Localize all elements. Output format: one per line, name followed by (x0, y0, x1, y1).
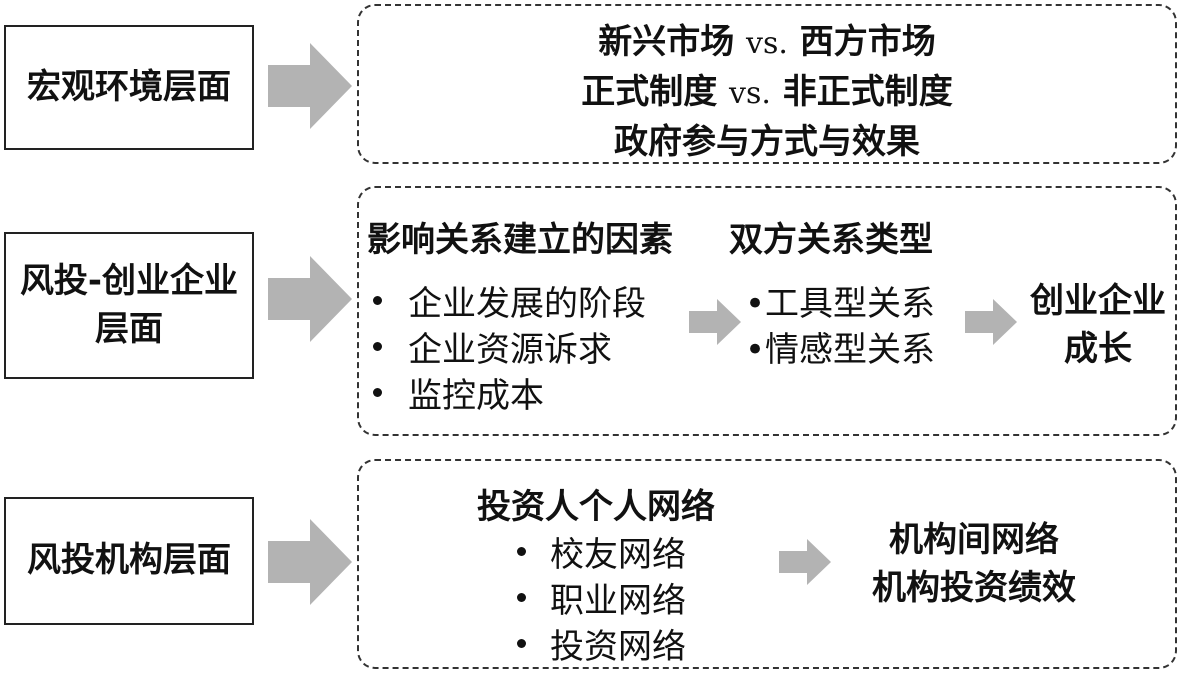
factors-heading: 影响关系建立的因素 (367, 220, 673, 260)
relation-type-item: •情感型关系 (745, 330, 936, 370)
network-label: 校友网络 (550, 535, 686, 575)
right-arrow-icon (965, 299, 1017, 345)
right-arrow-icon (268, 43, 352, 129)
relation-type-item: •工具型关系 (745, 284, 936, 324)
factor-item: 企业资源诉求 (373, 322, 612, 371)
investor-network-heading: 投资人个人网络 (477, 487, 715, 527)
level-box-venture-startup: 风投-创业企业 层面 (4, 232, 254, 379)
level-box-macro: 宏观环境层面 (4, 25, 254, 150)
right-arrow-icon (268, 256, 352, 342)
factor-item: 企业发展的阶段 (373, 276, 646, 325)
outcome-line: 成长 (1064, 328, 1132, 369)
factor-label: 企业资源诉求 (408, 330, 612, 370)
level-label: 风投-创业企业 (19, 260, 239, 301)
network-item: 职业网络 (517, 573, 686, 622)
macro-panel: 新兴市场 vs. 西方市场 正式制度 vs. 非正式制度 政府参与方式与效果 (357, 4, 1177, 164)
level-label: 风投机构层面 (27, 540, 231, 581)
macro-line-3: 政府参与方式与效果 (614, 122, 920, 162)
network-label: 职业网络 (550, 581, 686, 621)
vs-label: vs. (729, 76, 771, 111)
bullet-icon (517, 593, 526, 602)
level-box-institution: 风投机构层面 (4, 497, 254, 625)
macro-term: 新兴市场 (598, 22, 735, 62)
macro-line-1: 新兴市场 vs. 西方市场 (359, 14, 1175, 63)
outcome-line: 机构投资绩效 (872, 567, 1076, 608)
network-label: 投资网络 (550, 627, 686, 667)
bullet-icon (373, 342, 382, 351)
bullet-icon (373, 296, 382, 305)
factor-item: 监控成本 (373, 368, 544, 417)
macro-line-2: 正式制度 vs. 非正式制度 (359, 64, 1175, 113)
right-arrow-icon (779, 539, 831, 585)
factor-label: 企业发展的阶段 (408, 284, 646, 324)
institution-panel: 投资人个人网络 校友网络 职业网络 投资网络 机构间网络 机构投资绩效 (357, 459, 1177, 669)
startup-growth-outcome: 创业企业 成长 (1019, 278, 1177, 373)
level-label: 层面 (95, 308, 163, 349)
macro-term: 西方市场 (799, 22, 936, 62)
relation-types-heading: 双方关系类型 (729, 220, 933, 260)
network-item: 校友网络 (517, 527, 686, 576)
right-arrow-icon (268, 519, 352, 605)
right-arrow-icon (689, 299, 741, 345)
bullet-icon (373, 388, 382, 397)
bullet-icon (517, 547, 526, 556)
macro-term: 正式制度 (581, 72, 718, 112)
vs-label: vs. (746, 26, 788, 61)
factor-label: 监控成本 (408, 376, 544, 416)
bullet-icon (517, 639, 526, 648)
network-item: 投资网络 (517, 619, 686, 668)
outcome-line: 创业企业 (1030, 281, 1166, 321)
level-label: 宏观环境层面 (27, 66, 231, 107)
institution-outcome: 机构间网络 机构投资绩效 (839, 517, 1109, 612)
venture-panel: 影响关系建立的因素 双方关系类型 企业发展的阶段 企业资源诉求 监控成本 •工具… (357, 186, 1177, 436)
outcome-line: 机构间网络 (889, 520, 1059, 560)
macro-term: 非正式制度 (782, 72, 953, 112)
